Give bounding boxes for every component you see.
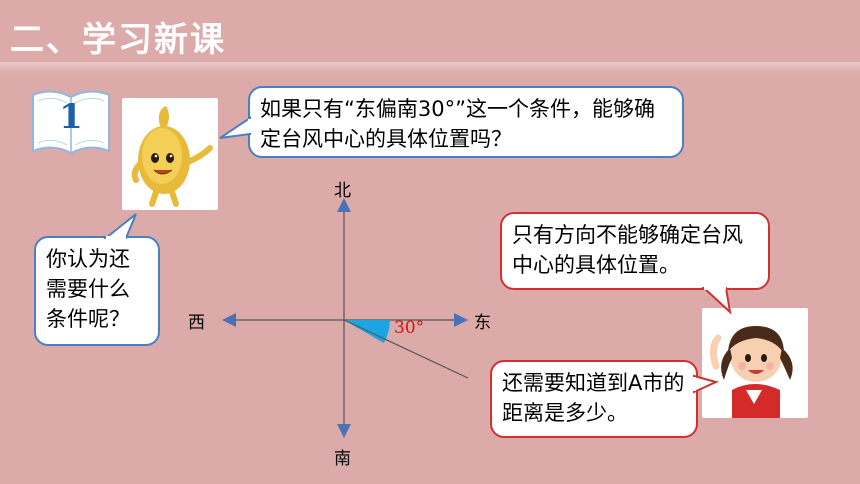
lesson-number: 1: [59, 97, 83, 137]
left-question-bubble: 你认为还需要什么条件呢？: [34, 236, 160, 346]
west-label: 西: [188, 313, 205, 333]
south-label: 南: [334, 449, 351, 469]
girl-bottom-bubble-tail: [692, 374, 719, 394]
girl-distance-bubble: 还需要知道到A市的距离是多少。: [490, 360, 698, 438]
book-icon: 1: [30, 87, 112, 157]
girl-distance-text: 还需要知道到A市的距离是多少。: [502, 371, 685, 425]
angle-label: 30°: [394, 318, 425, 338]
north-label: 北: [334, 181, 351, 201]
girl-answer-bubble: 只有方向不能够确定台风中心的具体位置。: [500, 212, 770, 290]
left-question-text: 你认为还需要什么条件呢？: [46, 247, 130, 331]
girl-character: [702, 308, 808, 418]
potato-character: [122, 98, 218, 210]
potato-question-text: 如果只有“东偏南30°”这一个条件，能够确定台风中心的具体位置吗？: [260, 97, 655, 151]
potato-bubble-tail: [219, 116, 252, 139]
west-arrow-icon: [222, 313, 236, 327]
title-band: [0, 62, 860, 74]
east-label: 东: [474, 313, 491, 333]
girl-top-bubble-tail: [701, 286, 732, 315]
north-arrow-icon: [337, 198, 351, 212]
direction-ray: [343, 319, 469, 379]
left-bubble-tail: [103, 213, 137, 240]
girl-answer-text: 只有方向不能够确定台风中心的具体位置。: [512, 223, 743, 277]
potato-question-bubble: 如果只有“东偏南30°”这一个条件，能够确定台风中心的具体位置吗？: [248, 86, 684, 158]
south-arrow-icon: [337, 424, 351, 438]
east-arrow-icon: [454, 313, 468, 327]
page-title: 二、学习新课: [10, 20, 226, 60]
